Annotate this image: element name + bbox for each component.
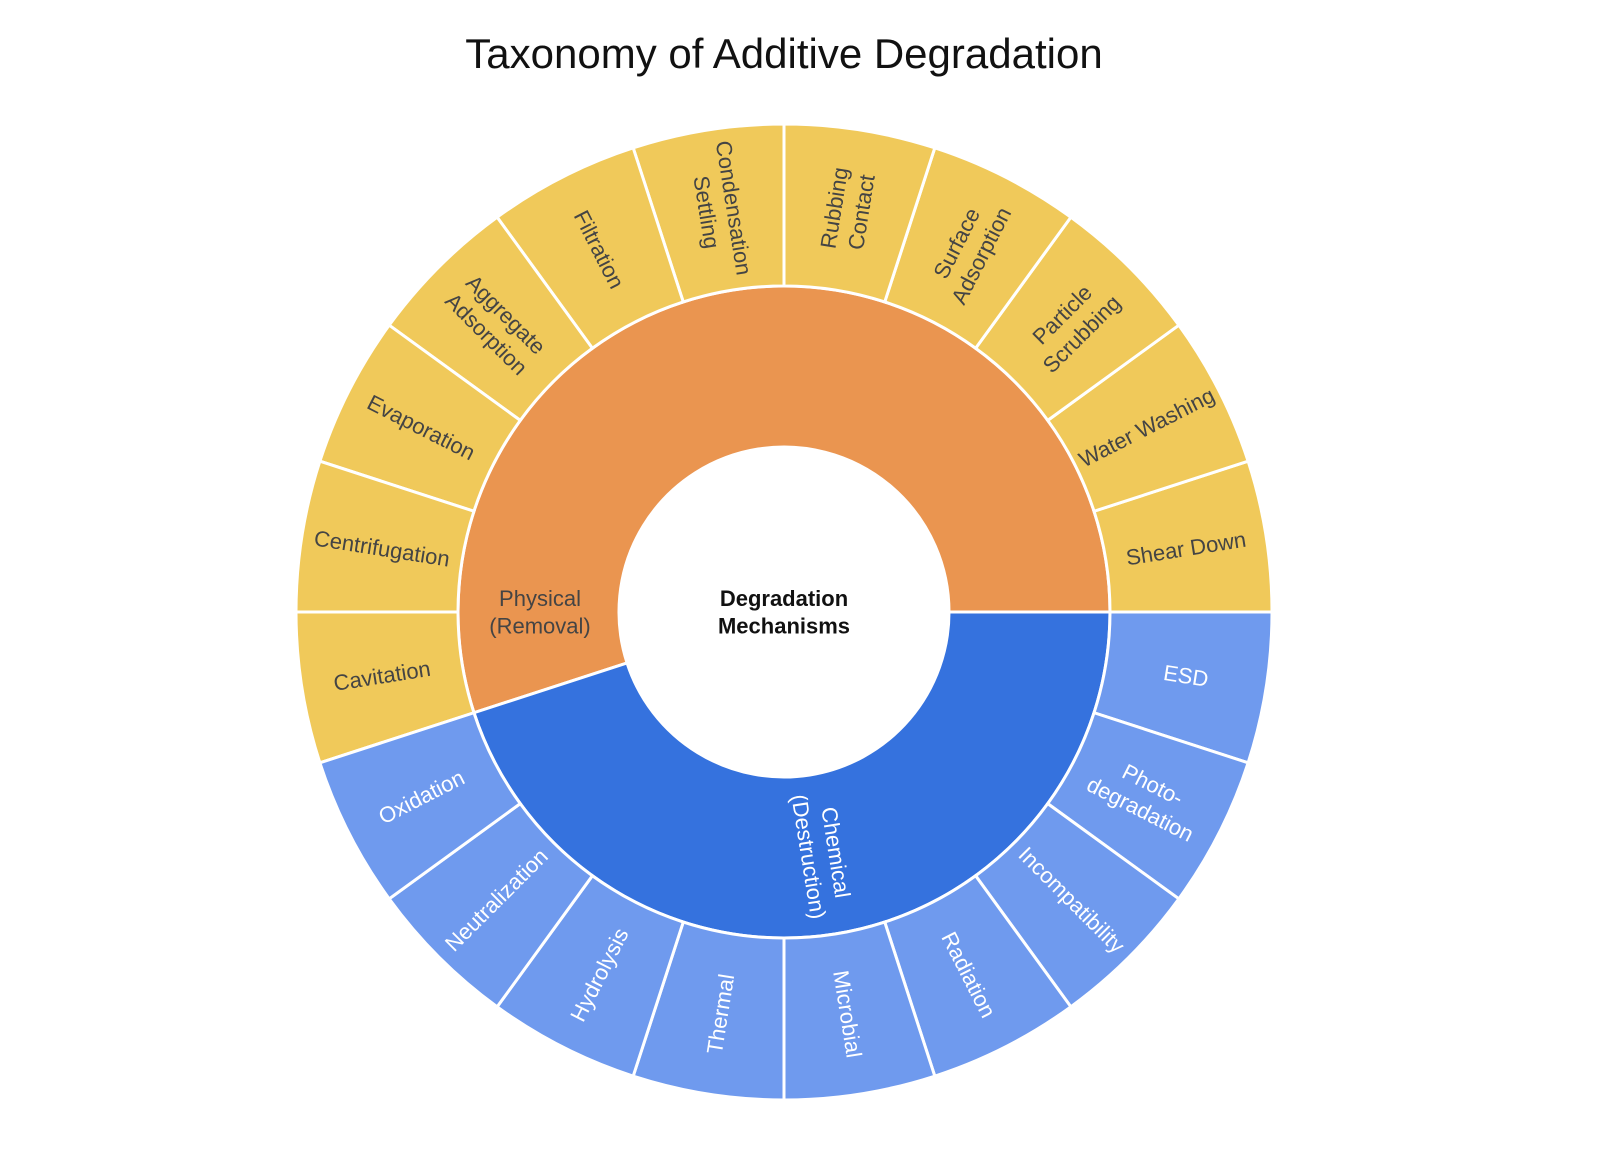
segment-physical-label-line: (Removal) <box>489 613 590 638</box>
segment-root[interactable] <box>620 448 948 776</box>
segment-hydrolysis[interactable] <box>495 873 686 1079</box>
segment-radiation[interactable] <box>882 873 1073 1079</box>
segment-root-label-line: Mechanisms <box>718 613 850 638</box>
chart-title: Taxonomy of Additive Degradation <box>465 30 1103 77</box>
segment-root-label-line: Degradation <box>720 586 848 611</box>
segment-oxidation[interactable] <box>317 710 523 901</box>
segment-neutralization[interactable] <box>387 801 595 1009</box>
segment-physical-label: Physical(Removal) <box>489 586 590 639</box>
segment-photo-degradation[interactable] <box>1045 710 1251 901</box>
segment-microbial[interactable] <box>782 920 937 1102</box>
segment-esd[interactable] <box>1092 610 1274 765</box>
segment-incompatibility[interactable] <box>973 801 1181 1009</box>
segment-thermal[interactable] <box>631 920 786 1102</box>
segment-physical-label-line: Physical <box>499 586 581 611</box>
